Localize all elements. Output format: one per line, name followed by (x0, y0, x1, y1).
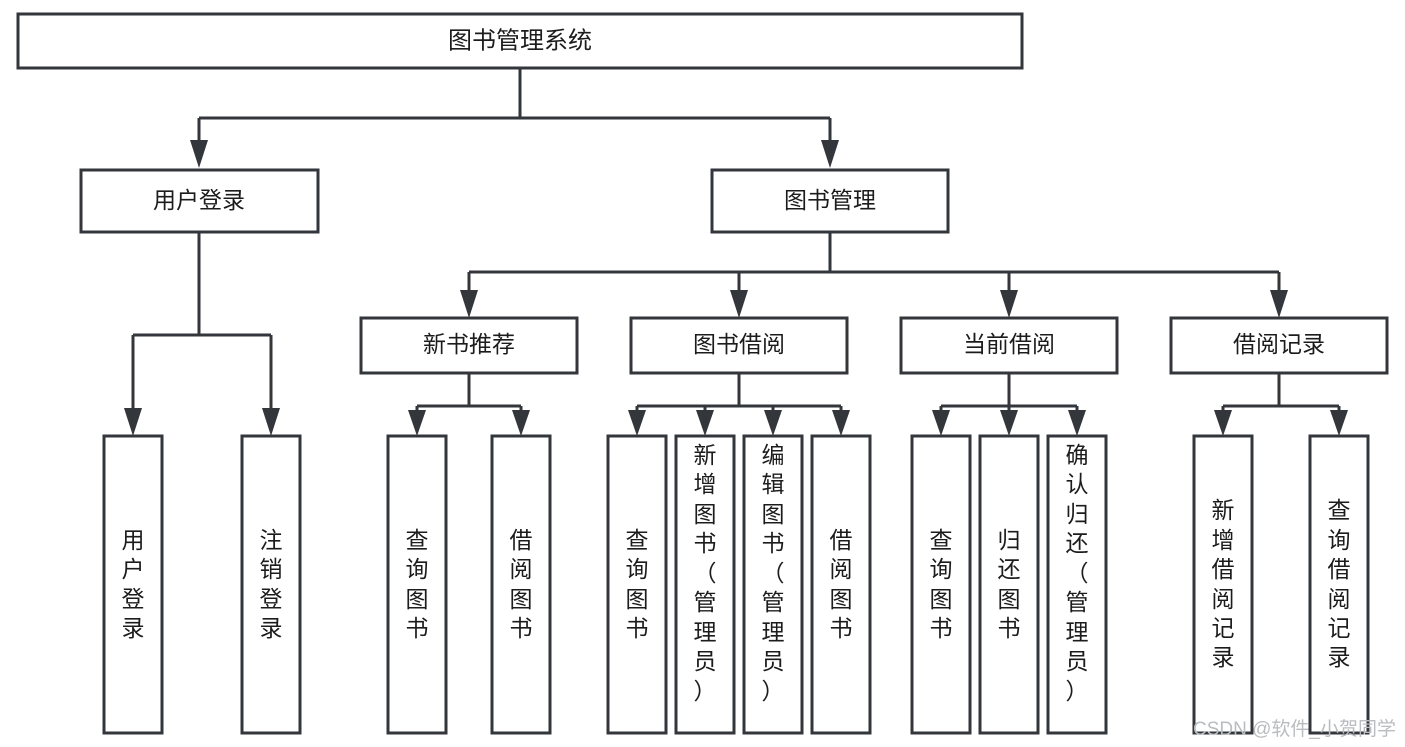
node-root-label: 图书管理系统 (448, 27, 592, 54)
arrow-head-icon (460, 290, 478, 318)
leaf-box-borrow-book-2[interactable] (810, 434, 872, 735)
node-current-borrow-label: 当前借阅 (963, 331, 1055, 357)
leaf-box-logout-login[interactable] (240, 434, 302, 735)
arrow-head-icon (821, 140, 839, 168)
connector-borrow-record-to-leaves (1214, 373, 1348, 436)
node-user-login-label: 用户登录 (153, 187, 245, 213)
node-borrow-record-label: 借阅记录 (1233, 331, 1325, 357)
leaf-box-query-book-3[interactable] (910, 434, 972, 735)
node-user-login-box (79, 168, 320, 234)
leaf-box-add-borrow-record[interactable] (1192, 434, 1254, 735)
arrow-head-icon (1000, 410, 1018, 436)
leaf-box-query-borrow-record[interactable] (1308, 434, 1370, 735)
node-book-borrow[interactable]: 图书借阅 (629, 316, 849, 375)
leaf-box-query-book-1[interactable] (386, 434, 448, 735)
arrow-head-icon (512, 410, 530, 436)
node-root[interactable]: 图书管理系统 (16, 12, 1024, 70)
arrow-head-icon (832, 410, 850, 436)
connector-current-borrow-to-leaves (932, 373, 1086, 436)
node-book-management-label: 图书管理 (784, 187, 876, 213)
leaf-box-edit-book-admin[interactable] (742, 434, 804, 735)
connector-book-borrow-to-leaves (628, 373, 850, 436)
arrow-head-icon (1000, 290, 1018, 318)
arrow-head-icon (764, 410, 782, 436)
arrow-head-icon (628, 410, 646, 436)
leaf-box-add-book-admin[interactable] (674, 434, 736, 735)
node-root-box (16, 12, 1024, 70)
arrow-head-icon (124, 408, 142, 436)
node-new-book-recommend[interactable]: 新书推荐 (359, 316, 579, 375)
arrow-head-icon (1270, 290, 1288, 318)
connector-root-to-level2 (190, 68, 839, 168)
node-borrow-record[interactable]: 借阅记录 (1169, 316, 1389, 375)
node-book-borrow-label: 图书借阅 (693, 331, 785, 357)
arrow-head-icon (1214, 410, 1232, 436)
arrow-head-icon (190, 140, 208, 168)
arrow-head-icon (1068, 410, 1086, 436)
connector-user-login-to-leaves (124, 232, 280, 436)
connector-book-management-to-level3 (460, 232, 1288, 318)
node-book-management[interactable]: 图书管理 (710, 168, 950, 234)
leaf-box-confirm-return-admin[interactable] (1046, 434, 1108, 735)
arrow-head-icon (262, 408, 280, 436)
arrow-head-icon (932, 410, 950, 436)
node-user-login[interactable]: 用户登录 (79, 168, 320, 234)
arrow-head-icon (696, 410, 714, 436)
node-current-borrow-box (899, 316, 1119, 375)
arrow-head-icon (1330, 410, 1348, 436)
leaf-box-return-book[interactable] (978, 434, 1040, 735)
leaf-box-query-book-2[interactable] (606, 434, 668, 735)
connector-new-book-recommend-to-leaves (408, 373, 530, 436)
leaf-box-borrow-book-1[interactable] (490, 434, 552, 735)
node-current-borrow[interactable]: 当前借阅 (899, 316, 1119, 375)
arrow-head-icon (730, 290, 748, 318)
watermark-text: CSDN @软件_小贺同学 (1193, 719, 1396, 740)
arrow-head-icon (408, 410, 426, 436)
node-new-book-recommend-box (359, 316, 579, 375)
node-new-book-recommend-label: 新书推荐 (423, 331, 515, 357)
leaf-box-user-login[interactable] (102, 434, 164, 735)
